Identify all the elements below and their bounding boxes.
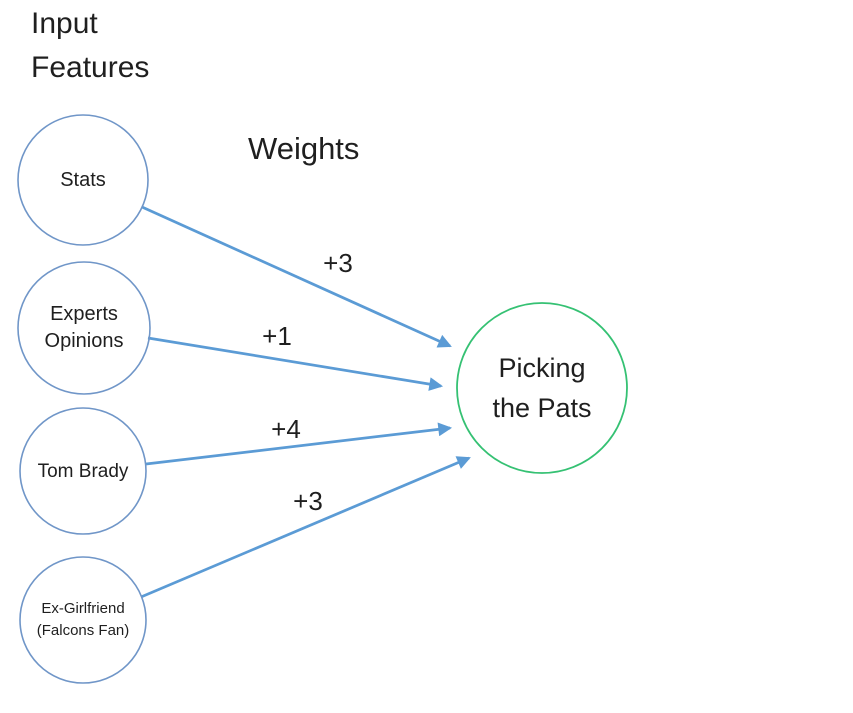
edge-experts-to-output: [147, 336, 444, 391]
input-node-label-stats: Stats: [60, 169, 106, 191]
input-node-circle-experts: [17, 261, 151, 395]
diagram-title: Input Features: [31, 7, 150, 84]
input-node-circle-stats: [17, 114, 149, 246]
output-node-circle: [456, 302, 628, 474]
weight-label-stats: +3: [323, 248, 353, 278]
weight-label-experts: +1: [262, 321, 292, 351]
input-node-circle-tombrady: [19, 407, 147, 535]
weight-label-exgirlfriend: +3: [293, 486, 323, 516]
weights-heading: Weights: [248, 131, 360, 166]
input-node-label-tombrady: Tom Brady: [37, 460, 129, 482]
input-node-circle-exgirlfriend: [19, 556, 147, 684]
weight-label-tombrady: +4: [271, 414, 301, 444]
edge-exgirlfriend-to-output: [140, 456, 471, 599]
input-node-label-exgirlfriend: Ex-Girlfriend (Falcons Fan): [36, 600, 130, 639]
edge-tombrady-to-output: [145, 422, 453, 466]
input-node-label-experts: Experts Opinions: [44, 303, 124, 352]
edge-stats-to-output: [141, 205, 452, 348]
output-node-label: Picking the Pats: [492, 353, 592, 423]
